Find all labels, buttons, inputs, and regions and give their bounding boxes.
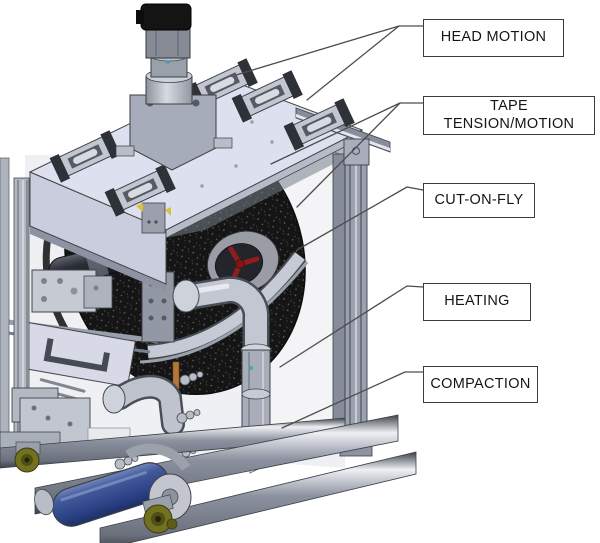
leader-line-heating — [279, 285, 424, 368]
sensor-bracket — [136, 202, 171, 234]
callout-heating: HEATING — [423, 283, 531, 321]
callout-compaction: COMPACTION — [423, 366, 538, 403]
callout-cut-on-fly-label: CUT-ON-FLY — [434, 191, 524, 208]
caster-wheel-right — [142, 494, 178, 534]
pneumatic-cylinder — [104, 164, 176, 217]
callout-heating-label: HEATING — [444, 293, 510, 310]
callout-compaction-label: COMPACTION — [430, 375, 531, 392]
callout-head-motion: HEAD MOTION — [423, 19, 564, 57]
upper-elbow-pipe — [172, 276, 270, 362]
pneumatic-cylinders — [49, 58, 355, 217]
callout-tape-tension-motion-label: TAPE TENSION/MOTION — [443, 97, 575, 132]
spool-hub — [207, 230, 279, 294]
lower-elbow-pipe — [102, 374, 185, 436]
pneumatic-cylinder — [49, 130, 121, 183]
caster-wheel-left — [14, 441, 41, 473]
pneumatic-slide-block — [31, 269, 113, 313]
pneumatic-cylinder — [283, 98, 355, 151]
leader-line-cut-on-fly — [296, 186, 424, 251]
leader-line-head-motion — [235, 25, 424, 101]
leader-line-compaction — [281, 371, 424, 429]
slotted-plate — [20, 322, 136, 404]
guard-arc — [139, 251, 309, 364]
leader-line-tape-tension — [270, 102, 424, 208]
motor-bracket — [115, 94, 233, 171]
callout-tape-tension-motion: TAPE TENSION/MOTION — [423, 96, 595, 135]
callout-cut-on-fly: CUT-ON-FLY — [423, 183, 535, 218]
pneumatic-cylinder — [231, 70, 303, 123]
servo-motor — [136, 3, 193, 105]
callout-head-motion-label: HEAD MOTION — [440, 29, 547, 46]
